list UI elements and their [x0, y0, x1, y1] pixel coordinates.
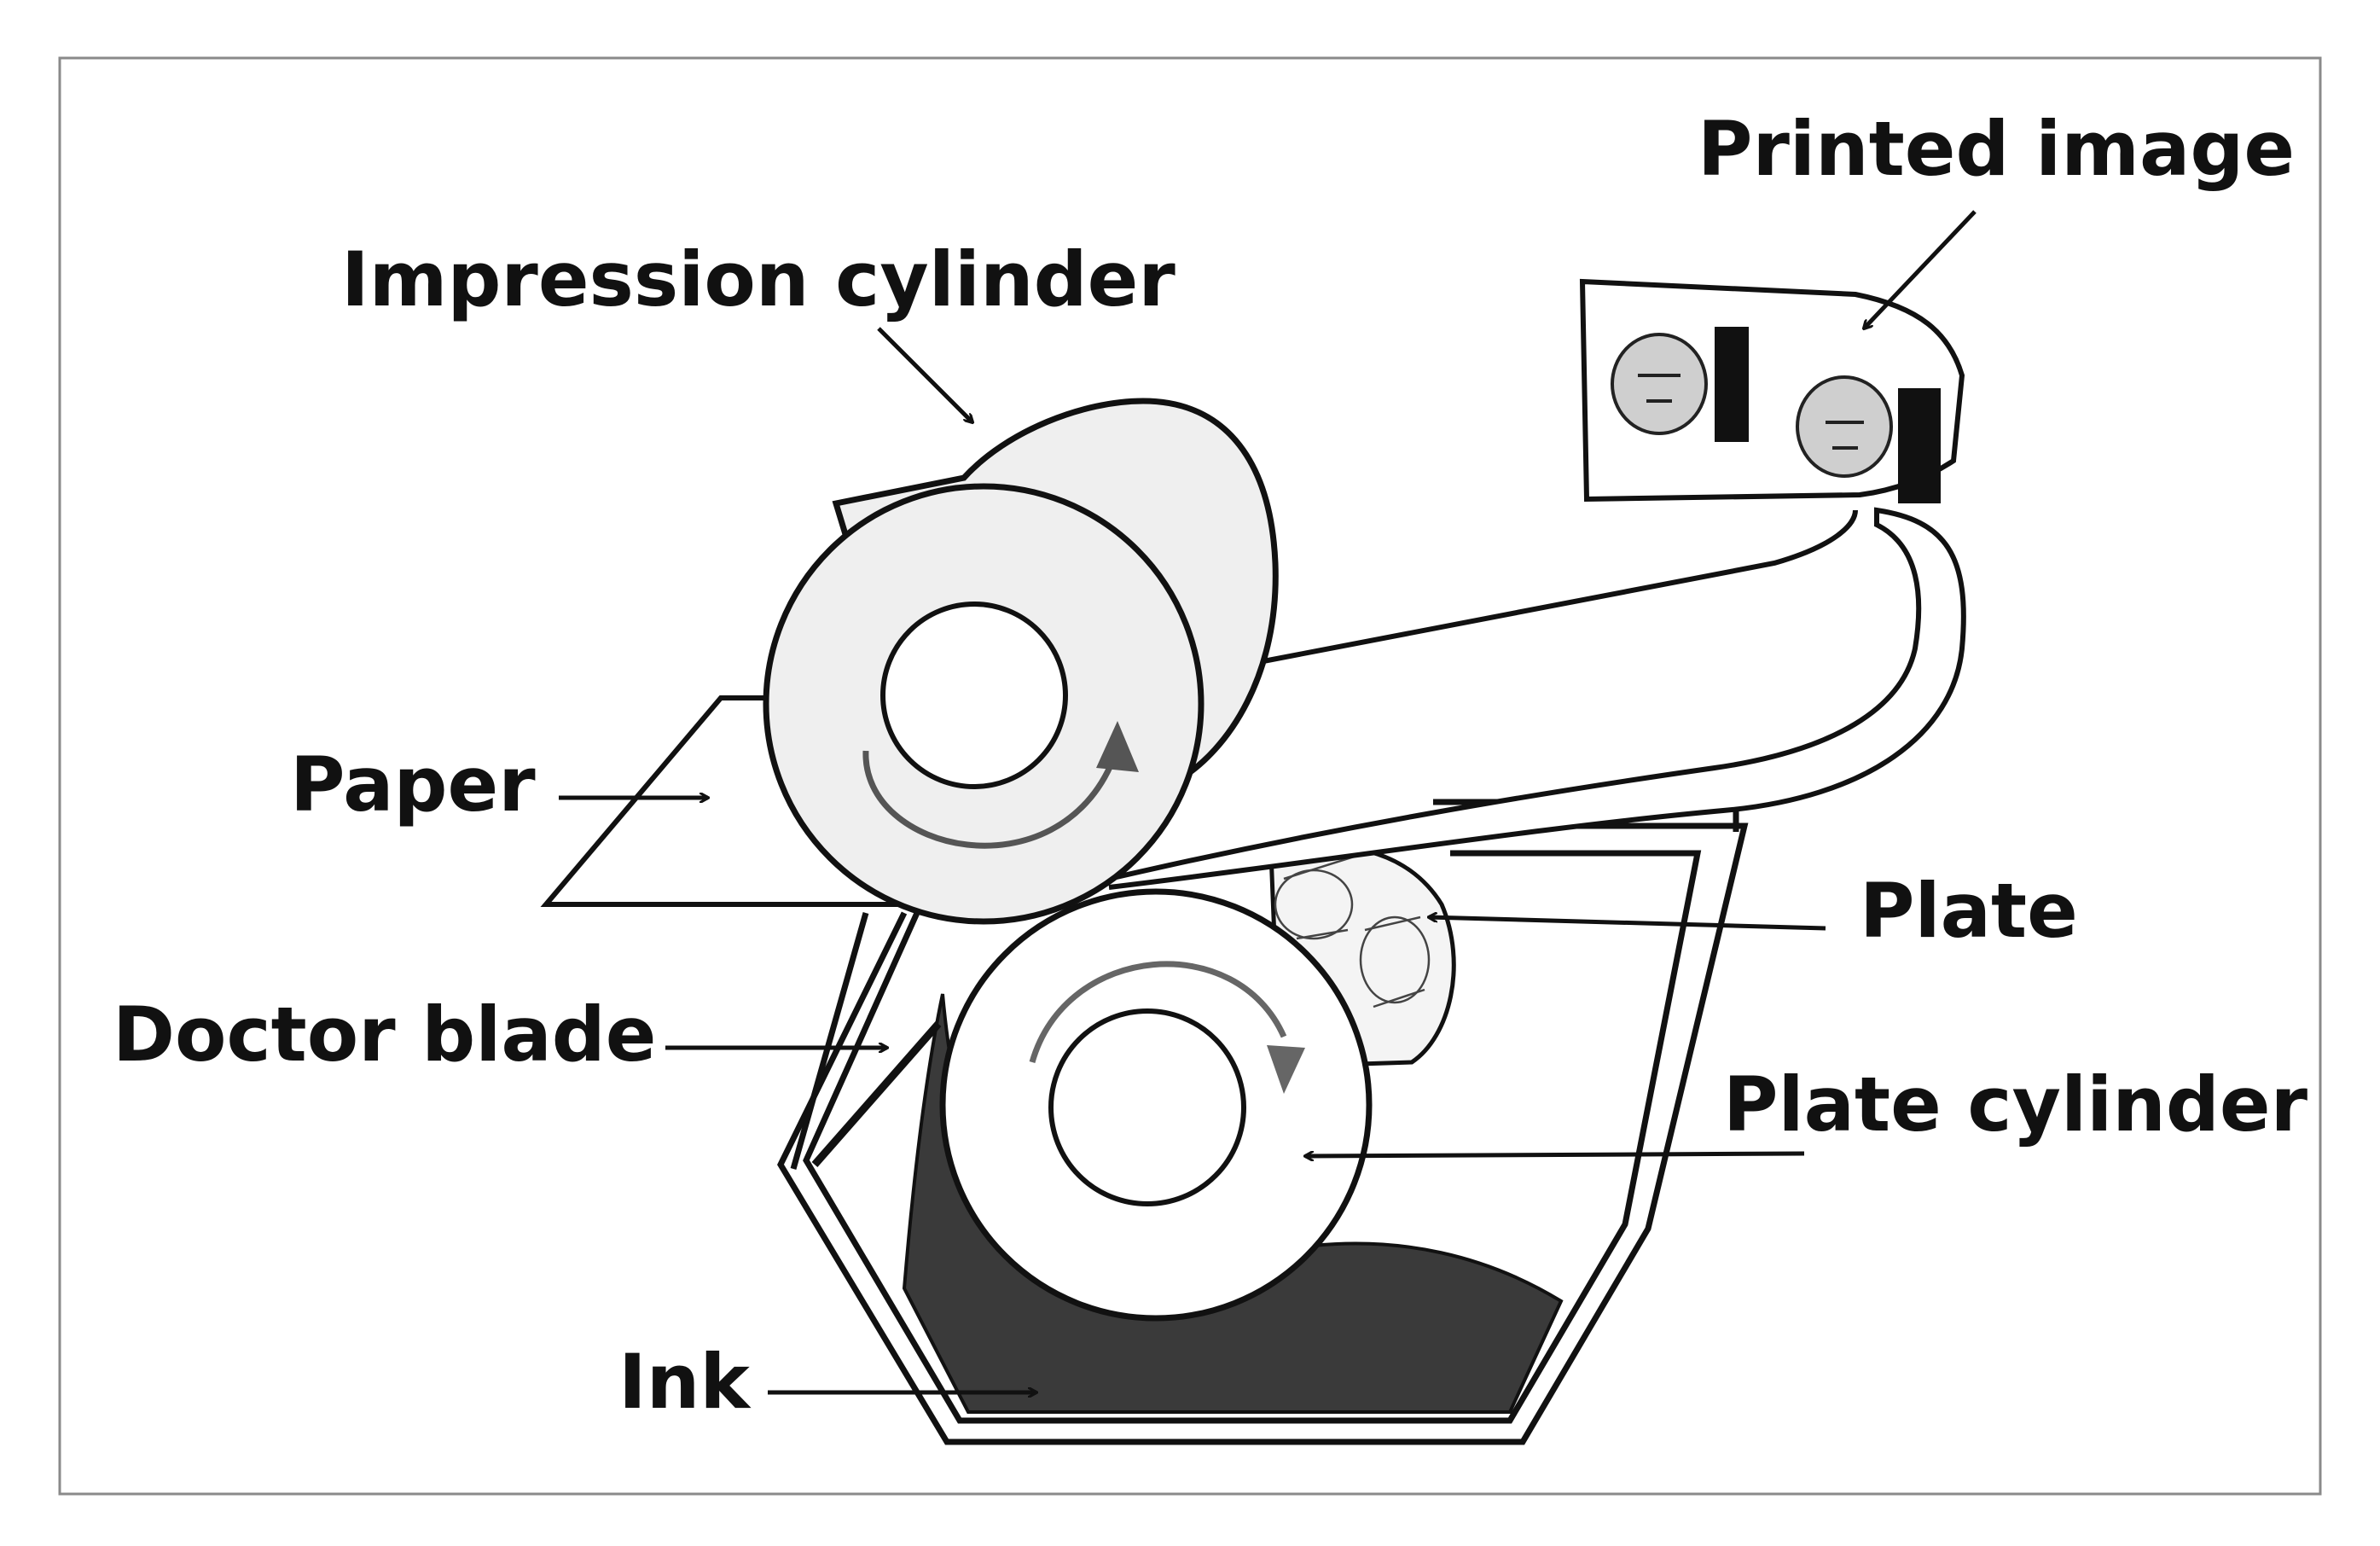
label-impression-cylinder: Impression cylinder	[341, 235, 1175, 323]
label-printed-image: Printed image	[1698, 105, 2295, 193]
label-ink: Ink	[618, 1338, 752, 1426]
plate-face-sketch	[1274, 851, 1431, 1008]
paper-web	[1108, 507, 1966, 890]
impression-cylinder-arrow	[877, 327, 972, 422]
printed-image-sheet	[1579, 278, 1965, 503]
impression-cylinder	[763, 398, 1279, 925]
plate-cylinder-rotation-arrow	[1029, 961, 1287, 1063]
plate-arrow	[1429, 917, 1826, 931]
plate-cylinder-arrow	[1305, 1154, 1805, 1156]
impression-cylinder-rotation-arrow	[862, 750, 1117, 849]
label-plate-cylinder: Plate cylinder	[1723, 1061, 2308, 1148]
doctor-blade	[811, 1021, 942, 1167]
printed-portrait-right	[1796, 375, 1941, 503]
label-paper: Paper	[290, 741, 536, 828]
label-doctor-blade: Doctor blade	[113, 991, 656, 1078]
printed-image-arrow	[1864, 210, 1977, 328]
impression-cylinder-hub	[880, 602, 1068, 789]
label-plate: Plate	[1860, 867, 2078, 955]
leader-arrows	[559, 210, 1977, 1392]
printed-portrait-left	[1611, 327, 1749, 442]
plate-cylinder	[939, 888, 1373, 1322]
plate-cylinder-hub	[1048, 1008, 1246, 1206]
